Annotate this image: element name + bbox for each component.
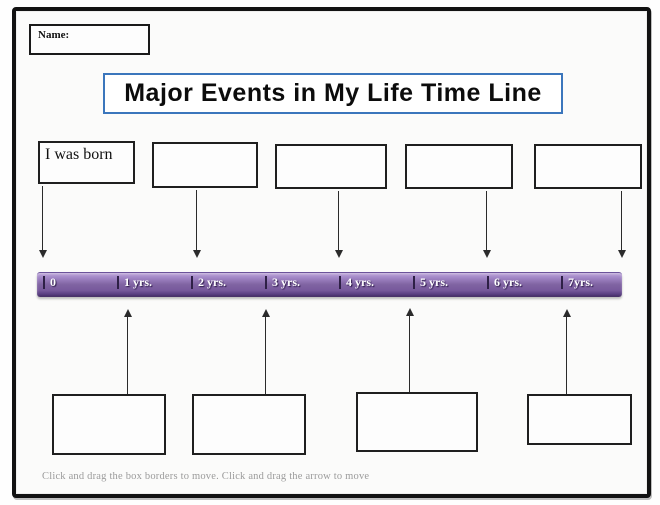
connector-arrow-down-3[interactable] xyxy=(334,191,343,258)
event-box-top-5[interactable] xyxy=(534,144,642,189)
event-box-label xyxy=(277,146,385,149)
connector-arrow-up-3[interactable] xyxy=(405,308,414,393)
timeline-tick-group: 0 xyxy=(43,276,56,289)
tick-label: 1 yrs. xyxy=(124,275,152,289)
arrow-head-icon xyxy=(617,250,626,258)
event-box-label xyxy=(194,396,304,399)
event-box-label: I was born xyxy=(45,146,113,163)
connector-arrow-down-2[interactable] xyxy=(192,190,201,258)
arrow-shaft xyxy=(264,316,267,394)
connector-arrow-up-1[interactable] xyxy=(123,309,132,394)
arrow-shaft xyxy=(565,316,568,394)
arrow-shaft xyxy=(195,190,198,251)
connector-arrow-down-5[interactable] xyxy=(617,191,626,258)
connector-arrow-down-4[interactable] xyxy=(482,191,491,258)
tick-label: 3 yrs. xyxy=(272,275,300,289)
connector-arrow-up-2[interactable] xyxy=(261,309,270,394)
arrow-head-icon xyxy=(192,250,201,258)
timeline-tick-group: 2 yrs. xyxy=(191,276,226,289)
tick-label: 6 yrs. xyxy=(494,275,522,289)
arrow-head-icon xyxy=(405,308,414,316)
event-box-top-3[interactable] xyxy=(275,144,387,189)
arrow-head-icon xyxy=(261,309,270,317)
arrow-shaft xyxy=(126,316,129,394)
arrow-shaft xyxy=(337,191,340,251)
tick-label: 2 yrs. xyxy=(198,275,226,289)
event-box-label xyxy=(407,146,511,149)
arrow-shaft xyxy=(620,191,623,251)
event-box-label xyxy=(529,396,630,399)
tick-mark xyxy=(339,276,341,289)
tick-label: 0 xyxy=(50,275,56,289)
event-box-label xyxy=(54,396,164,399)
event-box-bottom-3[interactable] xyxy=(356,392,478,452)
tick-mark xyxy=(265,276,267,289)
name-field-box[interactable]: Name: xyxy=(29,24,150,55)
event-box-top-1[interactable]: I was born xyxy=(38,141,135,184)
arrow-head-icon xyxy=(482,250,491,258)
timeline-bar: 0 1 yrs. 2 yrs. 3 yrs. 4 yrs. 5 yrs. 6 y… xyxy=(37,272,622,297)
tick-mark xyxy=(43,276,45,289)
connector-arrow-up-4[interactable] xyxy=(562,309,571,394)
timeline-tick-group: 4 yrs. xyxy=(339,276,374,289)
arrow-shaft xyxy=(485,191,488,251)
event-box-top-4[interactable] xyxy=(405,144,513,189)
event-box-top-2[interactable] xyxy=(152,142,258,188)
event-box-label xyxy=(536,146,640,149)
tick-mark xyxy=(117,276,119,289)
timeline-tick-group: 7yrs. xyxy=(561,276,593,289)
page-title: Major Events in My Life Time Line xyxy=(124,79,542,107)
event-box-bottom-4[interactable] xyxy=(527,394,632,445)
arrow-shaft xyxy=(408,315,411,393)
timeline-tick-group: 3 yrs. xyxy=(265,276,300,289)
timeline-tick-group: 5 yrs. xyxy=(413,276,448,289)
event-box-bottom-2[interactable] xyxy=(192,394,306,455)
timeline-tick-group: 1 yrs. xyxy=(117,276,152,289)
arrow-shaft xyxy=(41,186,44,251)
arrow-head-icon xyxy=(334,250,343,258)
arrow-head-icon xyxy=(123,309,132,317)
title-box: Major Events in My Life Time Line xyxy=(103,73,563,114)
tick-mark xyxy=(191,276,193,289)
name-label: Name: xyxy=(38,29,70,41)
event-box-label xyxy=(154,144,256,147)
tick-mark xyxy=(413,276,415,289)
tick-mark xyxy=(487,276,489,289)
tick-label: 7yrs. xyxy=(568,275,593,289)
arrow-head-icon xyxy=(562,309,571,317)
drag-instructions: Click and drag the box borders to move. … xyxy=(42,471,370,482)
tick-mark xyxy=(561,276,563,289)
connector-arrow-down-1[interactable] xyxy=(38,186,47,258)
tick-label: 4 yrs. xyxy=(346,275,374,289)
tick-label: 5 yrs. xyxy=(420,275,448,289)
event-box-label xyxy=(358,394,476,397)
arrow-head-icon xyxy=(38,250,47,258)
timeline-tick-group: 6 yrs. xyxy=(487,276,522,289)
event-box-bottom-1[interactable] xyxy=(52,394,166,455)
